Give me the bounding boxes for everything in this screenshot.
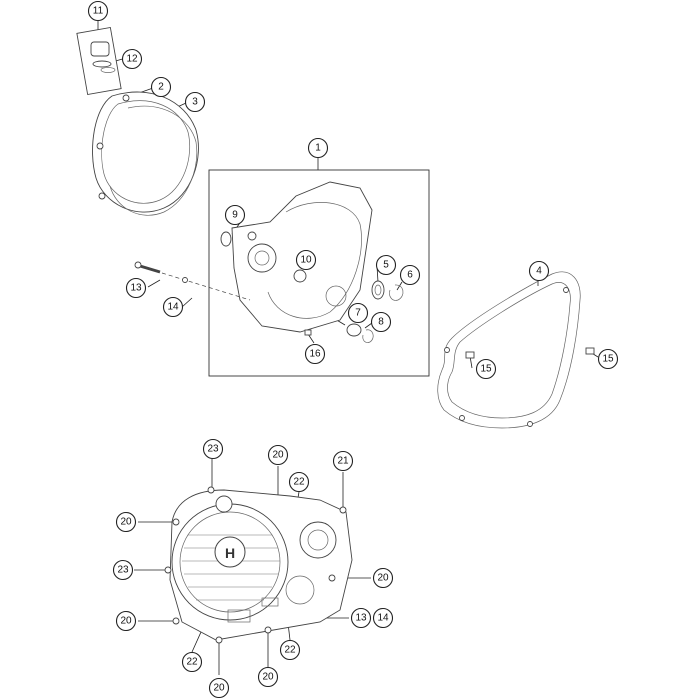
callout-23-left: 23 — [112, 559, 134, 581]
callout-23-top: 23 — [202, 438, 224, 460]
callout-13-lower: 13 — [350, 607, 372, 629]
brand-logo: H — [225, 545, 235, 561]
svg-text:12: 12 — [126, 54, 138, 65]
svg-text:16: 16 — [309, 349, 321, 360]
svg-text:22: 22 — [293, 477, 305, 488]
svg-text:20: 20 — [120, 616, 132, 627]
callout-4: 4 — [528, 260, 550, 282]
circlip-part — [389, 284, 404, 301]
svg-text:14: 14 — [377, 613, 389, 624]
inner-cover-gasket-part — [437, 271, 581, 429]
callout-14-lower: 14 — [372, 607, 394, 629]
svg-text:11: 11 — [93, 6, 104, 17]
svg-text:4: 4 — [536, 266, 542, 277]
callout-5: 5 — [375, 254, 397, 276]
callout-15-right: 15 — [597, 348, 619, 370]
callout-22-lower-left: 22 — [181, 651, 203, 673]
svg-text:9: 9 — [232, 210, 238, 221]
callout-12: 12 — [121, 48, 143, 70]
lower-circlip-part — [362, 329, 374, 343]
screw-part — [465, 347, 595, 359]
svg-text:7: 7 — [355, 308, 361, 319]
lower-seal-part — [346, 323, 362, 337]
svg-text:15: 15 — [602, 354, 614, 365]
svg-text:2: 2 — [158, 82, 164, 93]
svg-text:13: 13 — [130, 283, 142, 294]
callout-20-bottom-left: 20 — [208, 677, 230, 699]
callout-8: 8 — [370, 311, 392, 333]
svg-text:20: 20 — [377, 573, 389, 584]
callout-20-left: 20 — [115, 511, 137, 533]
shaft-seal-part — [220, 231, 232, 247]
callout-7: 7 — [347, 302, 369, 324]
svg-text:8: 8 — [378, 317, 384, 328]
callout-11: 11 — [87, 0, 109, 22]
svg-text:20: 20 — [262, 672, 274, 683]
callout-9: 9 — [224, 204, 246, 226]
callout-20-lower-left: 20 — [115, 610, 137, 632]
callout-14: 14 — [162, 296, 184, 318]
callout-15-left: 15 — [475, 358, 497, 380]
svg-text:23: 23 — [207, 444, 219, 455]
filler-plug-part — [76, 26, 122, 96]
callout-6: 6 — [399, 264, 421, 286]
callout-1: 1 — [307, 137, 329, 159]
svg-text:23: 23 — [117, 565, 129, 576]
callout-20-right: 20 — [372, 567, 394, 589]
callout-2: 2 — [150, 76, 172, 98]
svg-text:21: 21 — [337, 456, 349, 467]
callout-22-top: 22 — [288, 471, 310, 493]
callout-13: 13 — [125, 277, 147, 299]
svg-text:6: 6 — [407, 270, 413, 281]
svg-text:22: 22 — [284, 645, 296, 656]
outer-cover-assembly-part — [164, 486, 353, 644]
outer-clutch-cover-part — [92, 91, 199, 213]
clutch-cover-gasket-part — [109, 105, 198, 216]
svg-text:15: 15 — [480, 364, 492, 375]
inner-cover-assembly-frame — [208, 169, 430, 377]
callout-3: 3 — [184, 91, 206, 113]
svg-text:H: H — [225, 545, 235, 561]
svg-text:1: 1 — [315, 143, 321, 154]
callout-16: 16 — [304, 343, 326, 365]
callout-22-lower-right: 22 — [279, 639, 301, 661]
callout-bubbles: 11 12 2 3 1 9 10 5 — [87, 0, 619, 699]
seal-ring-part — [371, 280, 385, 300]
callout-20-bottom-middle: 20 — [257, 666, 279, 688]
svg-text:20: 20 — [120, 517, 132, 528]
svg-text:3: 3 — [192, 97, 198, 108]
svg-text:10: 10 — [300, 255, 312, 266]
small-screw-part — [304, 329, 312, 336]
svg-text:20: 20 — [213, 683, 225, 694]
svg-text:5: 5 — [383, 260, 389, 271]
svg-text:13: 13 — [355, 613, 367, 624]
callout-20-top: 20 — [267, 444, 289, 466]
svg-text:22: 22 — [186, 657, 198, 668]
svg-text:20: 20 — [272, 450, 284, 461]
callout-21: 21 — [332, 450, 354, 472]
svg-text:14: 14 — [167, 302, 179, 313]
callout-10: 10 — [295, 249, 317, 271]
bolt-part — [134, 261, 251, 301]
